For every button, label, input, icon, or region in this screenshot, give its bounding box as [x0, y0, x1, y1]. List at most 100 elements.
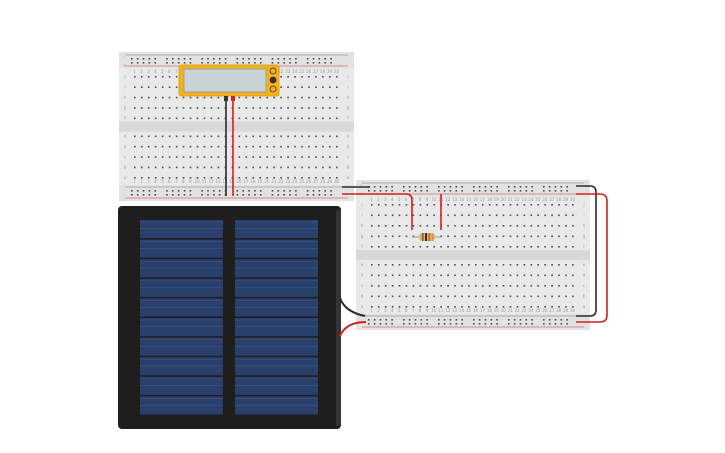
terminal-hole[interactable]: [238, 145, 241, 148]
terminal-hole[interactable]: [509, 204, 512, 206]
terminal-hole[interactable]: [217, 135, 220, 138]
terminal-hole[interactable]: [468, 295, 470, 298]
rail-hole[interactable]: [306, 194, 309, 196]
terminal-hole[interactable]: [377, 225, 380, 227]
rail-hole[interactable]: [295, 62, 297, 64]
terminal-hole[interactable]: [301, 145, 303, 148]
terminal-hole[interactable]: [565, 295, 567, 298]
terminal-hole[interactable]: [154, 107, 157, 109]
terminal-hole[interactable]: [259, 156, 261, 158]
terminal-hole[interactable]: [294, 117, 296, 120]
terminal-hole[interactable]: [377, 264, 380, 266]
terminal-hole[interactable]: [336, 135, 338, 138]
rail-hole[interactable]: [490, 186, 493, 188]
rail-hole[interactable]: [426, 186, 428, 188]
terminal-hole[interactable]: [426, 225, 429, 227]
rail-hole[interactable]: [259, 58, 262, 60]
terminal-hole[interactable]: [488, 306, 491, 308]
terminal-hole[interactable]: [238, 117, 241, 120]
rail-hole[interactable]: [385, 319, 388, 321]
terminal-hole[interactable]: [175, 107, 178, 109]
terminal-hole[interactable]: [287, 86, 289, 88]
rail-hole[interactable]: [403, 186, 405, 188]
rail-hole[interactable]: [277, 190, 280, 192]
terminal-hole[interactable]: [259, 177, 261, 179]
terminal-hole[interactable]: [426, 285, 429, 287]
terminal-hole[interactable]: [558, 295, 560, 298]
rail-hole[interactable]: [306, 58, 309, 60]
terminal-hole[interactable]: [147, 166, 150, 169]
terminal-hole[interactable]: [175, 135, 178, 138]
rail-hole[interactable]: [426, 323, 428, 325]
terminal-hole[interactable]: [530, 306, 533, 308]
rail-hole[interactable]: [183, 190, 186, 192]
terminal-hole[interactable]: [391, 225, 394, 227]
rail-hole[interactable]: [438, 323, 440, 325]
rail-hole[interactable]: [295, 194, 297, 196]
terminal-hole[interactable]: [140, 107, 143, 109]
terminal-hole[interactable]: [210, 96, 213, 99]
terminal-hole[interactable]: [168, 156, 171, 158]
terminal-hole[interactable]: [426, 306, 429, 308]
terminal-hole[interactable]: [523, 246, 526, 248]
rail-hole[interactable]: [368, 190, 370, 192]
rail-hole[interactable]: [496, 186, 498, 188]
terminal-hole[interactable]: [280, 156, 282, 158]
rail-hole[interactable]: [283, 62, 285, 64]
terminal-hole[interactable]: [287, 135, 289, 138]
terminal-hole[interactable]: [426, 295, 429, 298]
rail-hole[interactable]: [379, 190, 382, 192]
rail-hole[interactable]: [379, 319, 382, 321]
rail-hole[interactable]: [391, 190, 393, 192]
rail-hole[interactable]: [213, 194, 215, 196]
terminal-hole[interactable]: [308, 145, 310, 148]
terminal-hole[interactable]: [405, 295, 408, 298]
terminal-hole[interactable]: [481, 285, 484, 287]
terminal-hole[interactable]: [412, 264, 415, 266]
rail-hole[interactable]: [455, 190, 458, 192]
rail-hole[interactable]: [531, 323, 533, 325]
terminal-hole[interactable]: [537, 306, 539, 308]
terminal-hole[interactable]: [315, 117, 317, 120]
terminal-hole[interactable]: [516, 264, 519, 266]
terminal-hole[interactable]: [161, 76, 164, 78]
terminal-hole[interactable]: [252, 145, 255, 148]
rail-hole[interactable]: [189, 62, 192, 64]
rail-hole[interactable]: [508, 323, 510, 325]
terminal-hole[interactable]: [371, 306, 373, 308]
terminal-hole[interactable]: [287, 96, 289, 99]
terminal-hole[interactable]: [266, 166, 268, 169]
terminal-hole[interactable]: [391, 295, 394, 298]
terminal-hole[interactable]: [495, 285, 498, 287]
terminal-hole[interactable]: [454, 204, 456, 206]
terminal-hole[interactable]: [488, 204, 491, 206]
rail-hole[interactable]: [508, 190, 510, 192]
terminal-hole[interactable]: [551, 225, 553, 227]
terminal-hole[interactable]: [537, 204, 539, 206]
resistor-left-red-wire[interactable]: [370, 193, 413, 230]
terminal-hole[interactable]: [454, 295, 456, 298]
terminal-hole[interactable]: [377, 214, 380, 217]
terminal-hole[interactable]: [154, 135, 157, 138]
terminal-hole[interactable]: [433, 295, 435, 298]
terminal-hole[interactable]: [572, 274, 574, 277]
terminal-hole[interactable]: [217, 177, 220, 179]
terminal-hole[interactable]: [509, 285, 512, 287]
rail-hole[interactable]: [490, 190, 493, 192]
rail-hole[interactable]: [131, 194, 133, 196]
terminal-hole[interactable]: [210, 107, 213, 109]
rail-hole[interactable]: [414, 323, 417, 325]
terminal-hole[interactable]: [481, 204, 484, 206]
terminal-hole[interactable]: [523, 295, 526, 298]
terminal-hole[interactable]: [329, 156, 331, 158]
rail-hole[interactable]: [391, 323, 393, 325]
rail-hole[interactable]: [525, 323, 528, 325]
terminal-hole[interactable]: [329, 96, 331, 99]
rail-hole[interactable]: [373, 323, 376, 325]
terminal-hole[interactable]: [322, 117, 324, 120]
terminal-hole[interactable]: [391, 274, 394, 277]
rail-hole[interactable]: [207, 58, 209, 60]
terminal-hole[interactable]: [502, 225, 505, 227]
terminal-hole[interactable]: [147, 117, 150, 120]
